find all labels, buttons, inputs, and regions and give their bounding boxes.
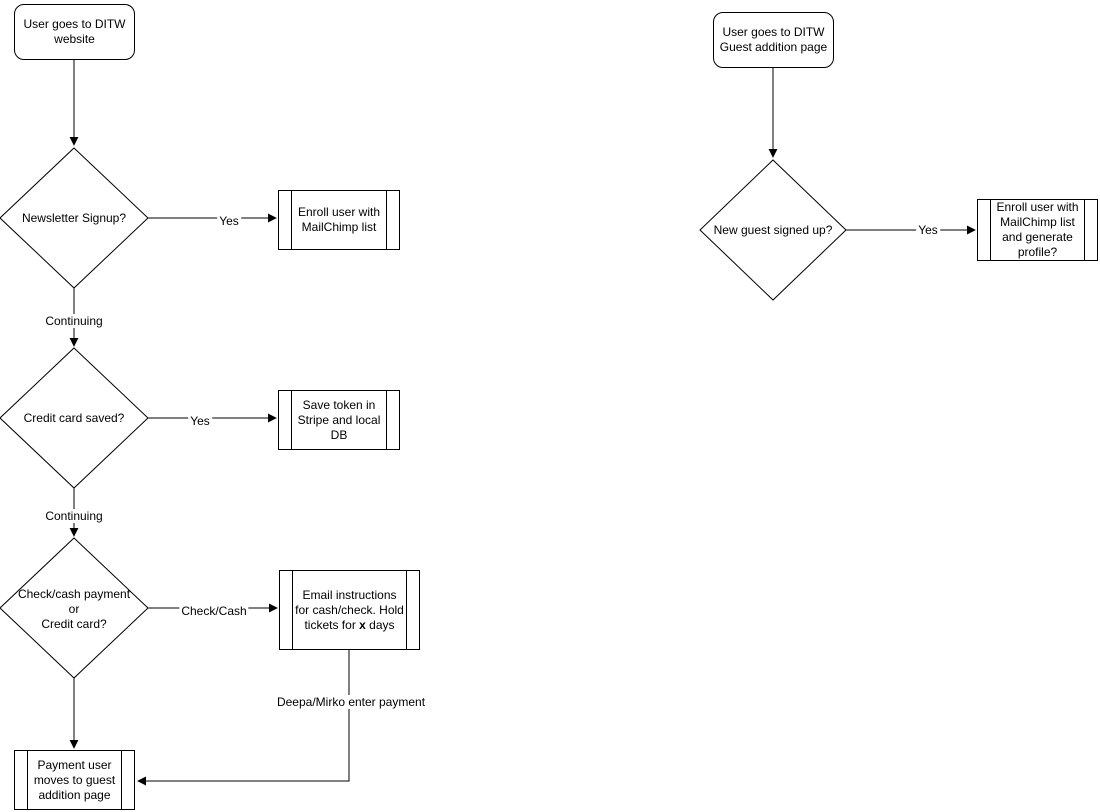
edge-label-continuing-2: Continuing — [43, 509, 105, 523]
email-label-post: days — [365, 617, 395, 632]
start-node-label: User goes to DITW website — [23, 17, 126, 46]
process-save-token-stripe-label: Save token in Stripe and local DB — [297, 397, 381, 442]
process-enroll-generate-profile-label: Enroll user with MailChimp list and gene… — [996, 200, 1079, 259]
decision-check-cash-or-credit-shape — [0, 537, 149, 679]
decision-newsletter-signup-shape — [0, 147, 149, 289]
email-label-pre: Email instructions for cash/check. Hold … — [295, 587, 404, 632]
email-label-bold-x: x — [359, 617, 366, 632]
decision-new-guest-signed-up-shape — [699, 159, 847, 301]
edge-label-yes-2: Yes — [188, 414, 212, 428]
edge-label-continuing-1: Continuing — [43, 314, 105, 328]
edge-email-to-payment-box — [137, 650, 350, 786]
process-payment-user-moves: Payment user moves to guest addition pag… — [14, 750, 135, 810]
process-email-instructions: Email instructions for cash/check. Hold … — [279, 570, 420, 650]
process-enroll-mailchimp: Enroll user with MailChimp list — [278, 190, 400, 250]
process-email-instructions-label: Email instructions for cash/check. Hold … — [295, 588, 404, 633]
edge-label-check-cash: Check/Cash — [179, 604, 249, 618]
decision-credit-card-saved-shape — [0, 347, 149, 489]
edge-label-yes-3: Yes — [916, 223, 940, 237]
process-enroll-mailchimp-label: Enroll user with MailChimp list — [297, 205, 381, 234]
start-node-user-goes-to-ditw-website: User goes to DITW website — [14, 4, 135, 60]
process-save-token-stripe: Save token in Stripe and local DB — [278, 390, 400, 450]
process-enroll-mailchimp-generate-profile: Enroll user with MailChimp list and gene… — [977, 199, 1098, 261]
process-payment-user-moves-label: Payment user moves to guest addition pag… — [33, 757, 116, 802]
start-node2-label: User goes to DITW Guest addition page — [719, 25, 828, 54]
start-node-user-goes-to-guest-addition: User goes to DITW Guest addition page — [713, 12, 834, 68]
edge-label-yes-1: Yes — [217, 214, 241, 228]
edge-label-deepa-mirko: Deepa/Mirko enter payment — [274, 695, 428, 709]
